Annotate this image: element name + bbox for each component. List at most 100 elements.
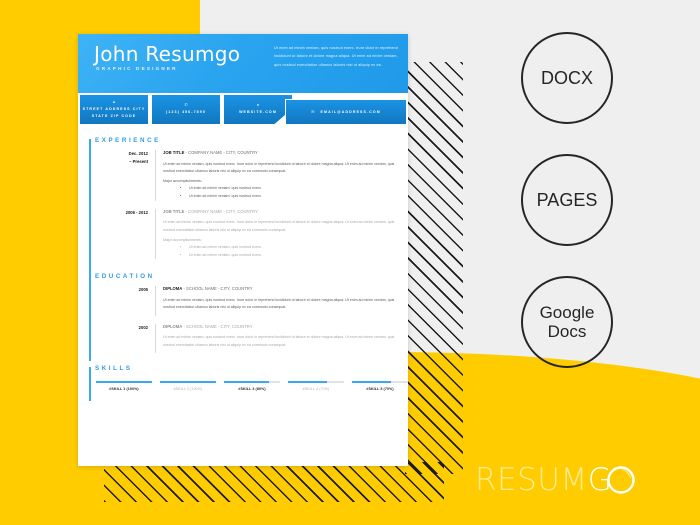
contact-address-text: STREET ADDRESS CITY STATE ZIP CODE bbox=[82, 107, 146, 118]
experience-entry-title: JOB TITLE - COMPANY NAME - CITY, COUNTRY bbox=[163, 209, 402, 216]
envelope-icon: ✉ bbox=[311, 109, 315, 114]
education-entry-title: DIPLOMA - SCHOOL NAME - CITY, COUNTRY bbox=[163, 286, 402, 293]
education-entry-date: 2005 bbox=[138, 287, 148, 293]
skills-list: #SKILL 1 (100%) #SKILL 2 (100%) #SKILL 3… bbox=[92, 378, 408, 391]
experience-paragraph: Ut enim ad minim veniam, quis nostrud ex… bbox=[163, 220, 395, 232]
education-entry-body: DIPLOMA - SCHOOL NAME - CITY, COUNTRY Ut… bbox=[155, 323, 408, 353]
list-item: Ut enim ad minim veniam, quis nostrud ex… bbox=[189, 244, 402, 252]
education-school: - SCHOOL NAME - CITY, COUNTRY bbox=[182, 286, 253, 292]
section-title-education: EDUCATION bbox=[95, 273, 155, 281]
logo-text-go: G bbox=[588, 462, 637, 498]
skill-item: #SKILL 5 (70%) bbox=[352, 380, 408, 391]
contact-address[interactable]: ▲ STREET ADDRESS CITY STATE ZIP CODE bbox=[79, 94, 149, 125]
skill-label: #SKILL 3 (80%) bbox=[238, 386, 266, 391]
section-experience: EXPERIENCE Dec. 2012 – Present JOB TITLE… bbox=[78, 137, 408, 289]
globe-icon: ● bbox=[256, 102, 260, 108]
badge-docx[interactable]: DOCX bbox=[521, 32, 613, 124]
contact-website-text: WEBSITE.COM bbox=[239, 110, 277, 115]
experience-entry-date: 2006 - 2012 bbox=[92, 209, 155, 260]
skill-fill bbox=[160, 380, 216, 383]
education-school: - SCHOOL NAME - CITY, COUNTRY bbox=[182, 323, 253, 329]
education-paragraph: Ut enim ad minim veniam, quis nostrud ex… bbox=[163, 335, 395, 347]
section-skills: SKILLS #SKILL 1 (100%) #SKILL 2 (100%) #… bbox=[78, 364, 408, 401]
list-item: Ut enim ad minim veniam, quis nostrud ex… bbox=[189, 252, 402, 260]
badge-docx-label: DOCX bbox=[540, 67, 593, 88]
experience-entry-body: JOB TITLE - COMPANY NAME - CITY, COUNTRY… bbox=[155, 208, 408, 260]
contact-email[interactable]: ✉ EMAIL@ADDRESS.COM bbox=[285, 99, 407, 125]
skill-label: #SKILL 5 (70%) bbox=[366, 386, 394, 391]
skill-fill bbox=[96, 380, 152, 383]
section-rule bbox=[89, 366, 91, 401]
education-diploma: DIPLOMA bbox=[163, 286, 183, 292]
experience-entry: 2006 - 2012 JOB TITLE - COMPANY NAME - C… bbox=[92, 208, 408, 260]
experience-entry-title: JOB TITLE - COMPANY NAME - CITY, COUNTRY bbox=[163, 150, 402, 157]
experience-entry: Dec. 2012 – Present JOB TITLE - COMPANY … bbox=[92, 150, 408, 201]
logo-o-mark-icon bbox=[607, 466, 635, 494]
skill-label: #SKILL 1 (100%) bbox=[109, 386, 139, 391]
list-item: Ut enim ad minim veniam, quis nostrud ex… bbox=[189, 193, 402, 201]
contact-website[interactable]: ● WEBSITE.COM bbox=[223, 94, 293, 125]
experience-accomplishments-label: Major accomplishments: bbox=[163, 179, 202, 184]
logo-text-resum: RESUM bbox=[475, 462, 588, 498]
diagonal-stripes-bottom bbox=[104, 462, 444, 502]
skill-fill bbox=[288, 380, 328, 383]
skill-label: #SKILL 2 (100%) bbox=[173, 386, 203, 391]
contact-email-text: EMAIL@ADDRESS.COM bbox=[320, 109, 381, 114]
experience-entry-date: Dec. 2012 – Present bbox=[92, 150, 155, 201]
skill-track bbox=[224, 380, 280, 383]
education-diploma: DIPLOMA bbox=[163, 323, 183, 329]
experience-date-line2: – Present bbox=[129, 158, 148, 164]
experience-paragraph: Ut enim ad minim veniam, quis nostrud ex… bbox=[163, 161, 395, 174]
experience-job-title: JOB TITLE bbox=[163, 208, 185, 214]
section-title-experience: EXPERIENCE bbox=[95, 137, 161, 144]
resumgo-logo[interactable]: RESUM G bbox=[475, 462, 636, 498]
skill-label: #SKILL 4 (70%) bbox=[302, 386, 330, 391]
skill-track bbox=[160, 380, 216, 383]
candidate-role: GRAPHIC DESIGNER bbox=[96, 66, 178, 71]
map-pin-icon: ▲ bbox=[112, 99, 116, 105]
resume-body: EXPERIENCE Dec. 2012 – Present JOB TITLE… bbox=[78, 137, 408, 401]
resume-preview[interactable]: John Resumgo GRAPHIC DESIGNER Ut enim ad… bbox=[78, 34, 408, 466]
skill-item: #SKILL 3 (80%) bbox=[224, 380, 280, 391]
skill-item: #SKILL 1 (100%) bbox=[96, 380, 152, 391]
education-entry-body: DIPLOMA - SCHOOL NAME - CITY, COUNTRY Ut… bbox=[155, 286, 408, 316]
education-paragraph: Ut enim ad minim veniam, quis nostrud ex… bbox=[163, 297, 395, 310]
experience-job-title: JOB TITLE bbox=[163, 150, 185, 155]
experience-company: - COMPANY NAME - CITY, COUNTRY bbox=[184, 150, 258, 155]
profile-summary: Ut enim ad minim veniam, quis nostrud ex… bbox=[274, 46, 398, 67]
contact-bar: ▲ STREET ADDRESS CITY STATE ZIP CODE ✆ (… bbox=[78, 94, 408, 127]
education-entry: 2002 DIPLOMA - SCHOOL NAME - CITY, COUNT… bbox=[92, 323, 408, 353]
skill-track bbox=[352, 380, 408, 383]
experience-accomplishments-list: Ut enim ad minim veniam, quis nostrud ex… bbox=[163, 244, 402, 259]
section-title-skills: SKILLS bbox=[95, 364, 133, 372]
education-entry-date: 2002 bbox=[138, 324, 148, 330]
contact-phone[interactable]: ✆ (123) 456-7890 bbox=[151, 94, 221, 125]
experience-date-line1: 2006 - 2012 bbox=[125, 209, 148, 215]
badge-pages-label: PAGES bbox=[536, 189, 598, 210]
skill-track bbox=[96, 380, 152, 383]
badge-google-docs[interactable]: Google Docs bbox=[521, 276, 613, 368]
badge-pages[interactable]: PAGES bbox=[521, 154, 613, 246]
experience-entry-body: JOB TITLE - COMPANY NAME - CITY, COUNTRY… bbox=[155, 150, 408, 201]
phone-icon: ✆ bbox=[184, 102, 188, 108]
skill-item: #SKILL 2 (100%) bbox=[160, 380, 216, 391]
header-banner bbox=[78, 34, 408, 93]
contact-phone-text: (123) 456-7890 bbox=[166, 110, 206, 115]
skill-fill bbox=[224, 380, 269, 383]
badge-google-docs-label: Google Docs bbox=[539, 302, 595, 341]
experience-company: - COMPANY NAME - CITY, COUNTRY bbox=[184, 208, 258, 214]
experience-date-line1: Dec. 2012 bbox=[128, 151, 148, 156]
skill-track bbox=[288, 380, 344, 383]
education-entry-title: DIPLOMA - SCHOOL NAME - CITY, COUNTRY bbox=[163, 324, 402, 331]
experience-accomplishments-label: Major accomplishments: bbox=[163, 237, 202, 242]
section-education: EDUCATION 2005 DIPLOMA - SCHOOL NAME - C… bbox=[78, 273, 408, 362]
skill-fill bbox=[352, 380, 392, 383]
list-item: Ut enim ad minim veniam, quis nostrud ex… bbox=[189, 185, 402, 193]
skill-item: #SKILL 4 (70%) bbox=[288, 380, 344, 391]
candidate-name: John Resumgo bbox=[94, 42, 241, 66]
education-entry: 2005 DIPLOMA - SCHOOL NAME - CITY, COUNT… bbox=[92, 286, 408, 316]
resume-header: John Resumgo GRAPHIC DESIGNER Ut enim ad… bbox=[78, 34, 408, 127]
diagonal-stripes-right bbox=[405, 62, 463, 474]
section-rule bbox=[89, 275, 91, 362]
